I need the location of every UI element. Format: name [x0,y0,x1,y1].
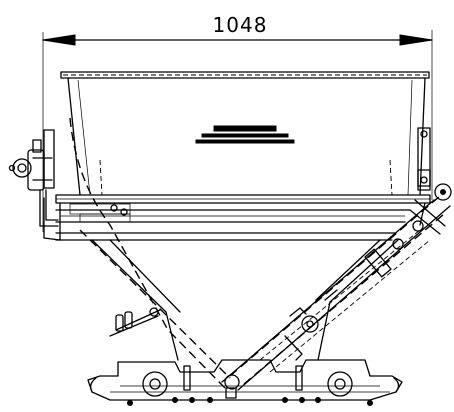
left-lever[interactable] [109,307,161,337]
left-wheel-icon [142,371,168,397]
left-swing-path [69,117,226,389]
right-arrow-icon [399,34,433,46]
brand-plate [195,125,295,144]
valve-knob-icon [12,158,32,178]
conveyor-arm [221,195,451,391]
right-wheel-icon [327,371,353,397]
dimension-value: 1048 [213,13,268,37]
base-chassis [87,359,403,406]
width-dimension: 1048 [42,13,433,232]
hopper-top-rim [60,71,430,79]
right-leg [317,239,399,361]
left-leg [91,239,179,361]
base-frame [87,359,403,401]
idler-roller-icon [301,315,319,333]
conveyor-end-roller-icon [224,374,240,390]
right-roller-assembly [417,127,452,201]
hopper-supports [59,202,426,241]
left-arrow-icon [42,34,76,46]
drive-roller-icon [434,183,452,201]
left-guide-dashed [79,229,231,379]
hopper [43,71,431,241]
valve-assembly [8,129,59,227]
frame-legs [91,239,399,361]
